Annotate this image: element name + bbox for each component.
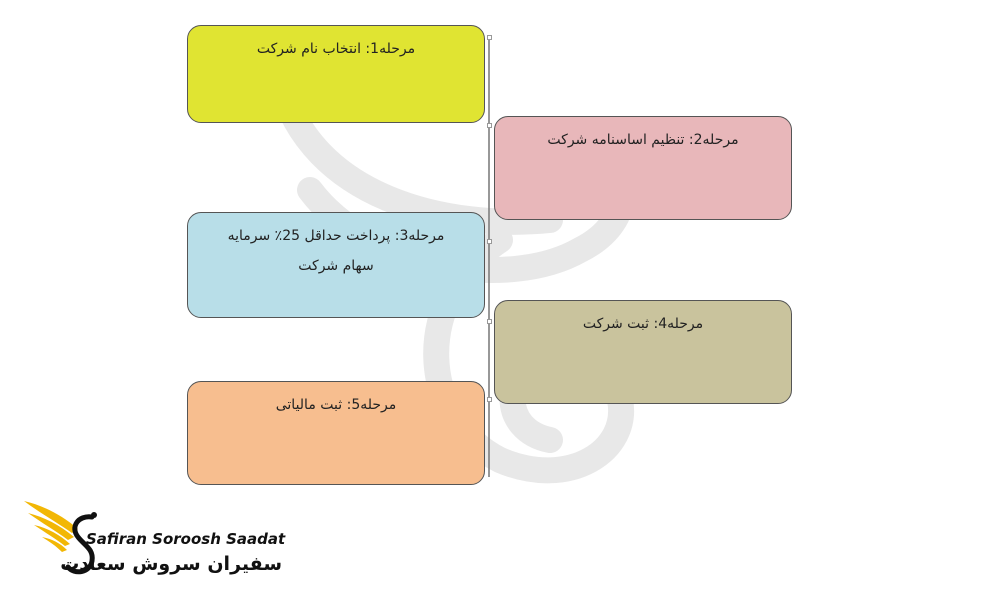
connector-handle[interactable] [487,123,492,128]
connector-handle[interactable] [487,35,492,40]
step-box-5: مرحله5: ثبت مالیاتی [187,381,485,485]
step-box-4: مرحله4: ثبت شرکت [494,300,792,404]
connector-handle[interactable] [487,319,492,324]
step-box-3: مرحله3: پرداخت حداقل 25٪ سرمایه سهام شرک… [187,212,485,318]
brand-logo-icon [24,501,97,575]
connector-handle[interactable] [487,239,492,244]
step-box-2: مرحله2: تنظیم اساسنامه شرکت [494,116,792,220]
connector-handle[interactable] [487,397,492,402]
brand-name-english: Safiran Soroosh Saadat [86,530,286,548]
step-box-1: مرحله1: انتخاب نام شرکت [187,25,485,123]
brand-name-persian: سفیران سروش سعادت [60,553,282,575]
